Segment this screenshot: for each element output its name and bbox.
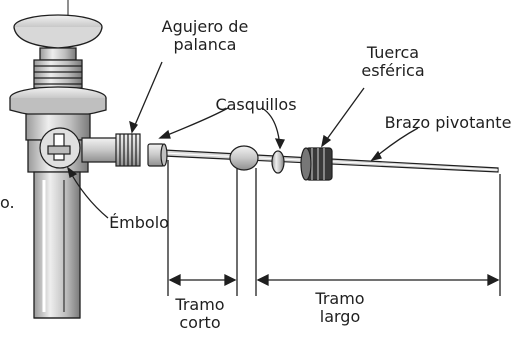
leader-arrow-lift-rod-hole [129,120,138,134]
leader-lines [66,61,419,219]
label-short-segment: Tramo corto [175,295,225,332]
label-plunger: Émbolo [109,213,169,232]
pivot-ball [229,145,259,171]
ball-nut [300,147,333,181]
pivot-tee [81,133,141,167]
bushing-right [271,150,285,174]
label-ball-nut: Tuerca esférica [361,43,425,80]
label-long-segment: Tramo largo [315,289,365,326]
label-bushings: Casquillos [215,95,297,114]
label-lift-rod-hole: Agujero de palanca [161,17,249,54]
bushing-left [147,143,168,167]
dimension-lines [167,160,501,296]
label-pivot-rod: Brazo pivotante [384,113,512,132]
plunger [39,127,81,169]
label-edge-fragment: o. [0,193,15,212]
leader-ball-nut [321,87,365,147]
leader-lift-rod-hole [131,61,163,133]
